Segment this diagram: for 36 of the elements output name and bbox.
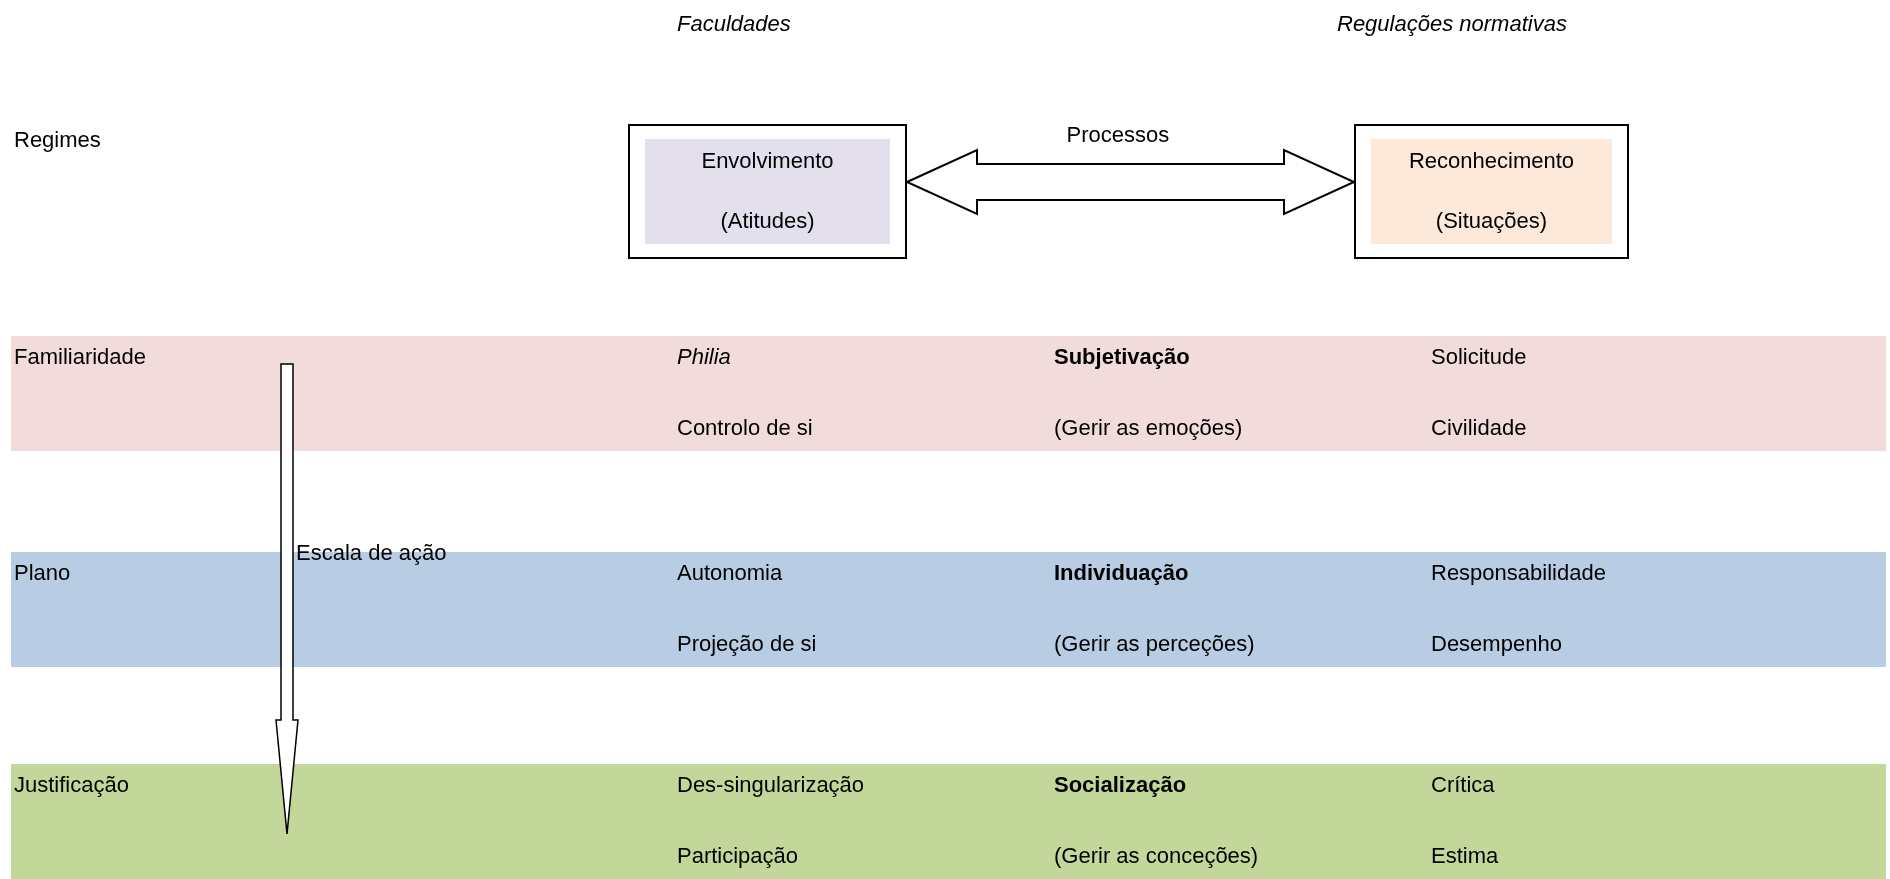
box-title: Reconhecimento bbox=[1407, 148, 1576, 174]
band-text: Autonomia bbox=[677, 560, 783, 586]
box-subtitle: (Situações) bbox=[1434, 208, 1549, 234]
band-text: Des-singularização bbox=[677, 772, 865, 798]
band-text: Individuação bbox=[1054, 560, 1189, 586]
block-arrow bbox=[275, 363, 299, 835]
edge-label: Processos bbox=[1066, 122, 1170, 148]
column-heading: Regulações normativas bbox=[1337, 11, 1567, 37]
box-title: Envolvimento bbox=[700, 148, 835, 174]
row-band bbox=[11, 336, 1886, 451]
band-text: Socialização bbox=[1054, 772, 1187, 798]
edge-label: Escala de ação bbox=[296, 539, 447, 566]
row-heading: Plano bbox=[14, 560, 71, 586]
band-text: Civilidade bbox=[1431, 415, 1527, 441]
band-text: Estima bbox=[1431, 843, 1499, 869]
box-subtitle: (Atitudes) bbox=[719, 208, 816, 234]
row-band bbox=[11, 764, 1886, 879]
band-text: Subjetivação bbox=[1054, 344, 1190, 370]
band-text: Crítica bbox=[1431, 772, 1495, 798]
double-arrow bbox=[904, 148, 1357, 216]
band-text: (Gerir as conceções) bbox=[1054, 843, 1259, 869]
row-heading: Familiaridade bbox=[14, 344, 147, 370]
band-text: Controlo de si bbox=[677, 415, 813, 441]
row-heading: Regimes bbox=[14, 127, 101, 153]
band-text: Solicitude bbox=[1431, 344, 1527, 370]
band-text: Desempenho bbox=[1431, 631, 1562, 657]
band-text: Participação bbox=[677, 843, 799, 869]
band-text: (Gerir as emoções) bbox=[1054, 415, 1243, 441]
row-heading: Justificação bbox=[14, 772, 129, 798]
band-text: (Gerir as perceções) bbox=[1054, 631, 1255, 657]
column-heading: Faculdades bbox=[677, 11, 791, 37]
band-text: Projeção de si bbox=[677, 631, 817, 657]
band-text: Philia bbox=[677, 344, 731, 370]
band-text: Responsabilidade bbox=[1431, 560, 1606, 586]
labeled-box bbox=[1354, 124, 1629, 259]
labeled-box bbox=[628, 124, 907, 259]
